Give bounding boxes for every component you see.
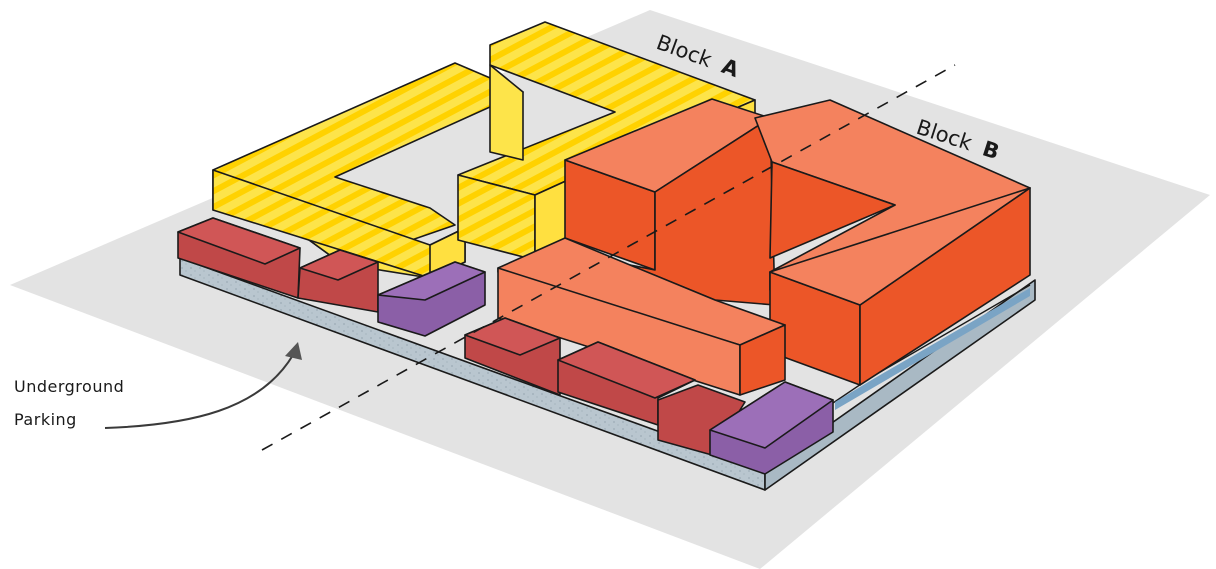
parking-arrow (104, 354, 294, 429)
podium-red-3-top (464, 317, 561, 356)
parking-label-line1: Underground (14, 377, 124, 396)
podium-purple-1-top (377, 261, 486, 301)
block-a-side-back (489, 64, 524, 161)
block-b-ring-top-bar (769, 187, 1031, 306)
parking-label-line2: Parking (14, 410, 77, 429)
parking-arrow-head (285, 342, 302, 360)
podium-red-4-top (557, 341, 696, 399)
block-b-ring-inner (769, 161, 896, 259)
podium-red-1-top (177, 217, 301, 265)
section-cut-line (261, 64, 956, 451)
podium-red-2-top (299, 249, 379, 281)
podium-purple-2-top (709, 381, 834, 449)
slab-channel-fill (835, 288, 1030, 410)
block-b-low-side (739, 324, 786, 396)
